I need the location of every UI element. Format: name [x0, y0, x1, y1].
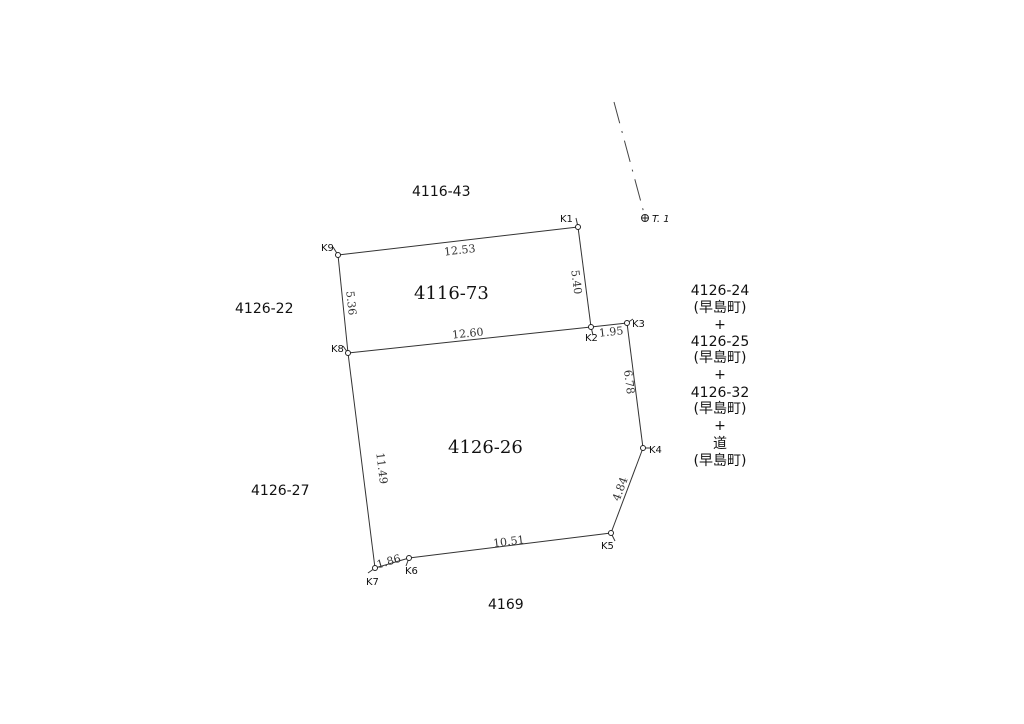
length-k5-k6: 10.51: [492, 533, 525, 550]
k5-label: K5: [601, 541, 614, 552]
corner-points: [335, 224, 646, 571]
edge-k2-k3: [590, 322, 628, 328]
k8-marker: [345, 350, 351, 356]
east-line-3: +: [714, 317, 726, 333]
edge-k6-k7: [374, 557, 410, 569]
east-line-8: (早島町): [694, 401, 747, 417]
neighbor-parcel-west-lower: 4126-27: [251, 483, 310, 499]
edge-k4-k5: [610, 447, 644, 534]
edge-k3-k4: [626, 322, 644, 449]
subject-parcel-upper: 4116-73: [414, 283, 489, 304]
east-line-5: (早島町): [694, 350, 747, 366]
k6-marker: [406, 555, 412, 561]
t1-label: T. 1: [652, 214, 670, 225]
east-line-1: 4126-24: [691, 283, 750, 299]
neighbor-parcel-south: 4169: [488, 597, 524, 613]
east-line-7: 4126-32: [691, 385, 750, 401]
length-k8-k7: 11.49: [373, 452, 390, 485]
k1-label: K1: [560, 214, 573, 225]
k2-marker: [588, 324, 594, 330]
edge-k9-k8: [337, 254, 349, 354]
length-k6-k7: 1.86: [375, 552, 402, 571]
length-k1-k2: 5.40: [568, 269, 584, 295]
east-line-4: 4126-25: [691, 334, 750, 350]
k8-label: K8: [331, 344, 344, 355]
east-line-11: (早島町): [694, 453, 747, 469]
k3-label: K3: [632, 319, 645, 330]
k2-label: K2: [585, 333, 598, 344]
k4-label: K4: [649, 445, 662, 456]
edge-k8-k2: [347, 326, 592, 354]
edge-k9-k1: [337, 226, 579, 256]
length-k2-k3: 1.95: [598, 324, 624, 339]
k9-marker: [335, 252, 341, 258]
length-k9-k1: 12.53: [443, 242, 476, 259]
east-neighbor-list: 4126-24 (早島町) + 4126-25 (早島町) + 4126-32 …: [691, 283, 750, 469]
k1-marker: [575, 224, 581, 230]
neighbor-parcel-north: 4116-43: [412, 184, 471, 200]
east-line-6: +: [714, 367, 726, 383]
neighbor-parcel-west-upper: 4126-22: [235, 301, 294, 317]
boundary-lines: [332, 217, 650, 574]
reference-line: [613, 101, 646, 218]
t1-marker: [641, 214, 649, 222]
k9-label: K9: [321, 243, 334, 254]
subject-parcel-lower: 4126-26: [448, 437, 523, 458]
east-line-9: +: [714, 418, 726, 434]
length-k8-k2: 12.60: [451, 325, 484, 341]
edge-k1-k2: [577, 226, 592, 328]
k7-marker: [372, 565, 378, 571]
k7-label: K7: [366, 577, 379, 588]
k4-marker: [640, 445, 646, 451]
edge-k8-k7: [347, 352, 376, 569]
k3-marker: [624, 320, 630, 326]
edge-k5-k6: [408, 532, 612, 559]
k5-marker: [608, 530, 614, 536]
east-line-10: 道: [713, 436, 727, 452]
length-k3-k4: 6.78: [621, 369, 637, 395]
k6-label: K6: [405, 566, 418, 577]
length-k9-k8: 5.36: [343, 290, 358, 316]
east-line-2: (早島町): [694, 300, 747, 316]
